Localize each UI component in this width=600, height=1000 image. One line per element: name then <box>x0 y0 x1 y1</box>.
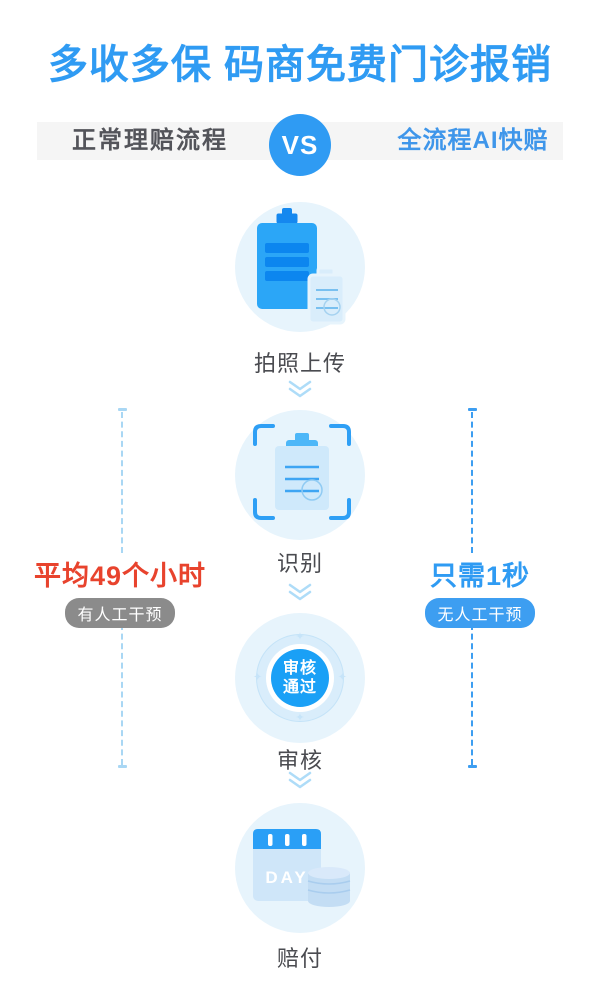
calendar-day-label: DAY <box>265 868 308 887</box>
sparkle-icon: ✦ <box>295 631 305 643</box>
right-bracket-upper-line <box>471 412 473 553</box>
comparison-left-label: 正常理赔流程 <box>72 127 228 154</box>
stamp-white-ring: 审核 通过 <box>266 644 334 712</box>
medical-record-upload-icon <box>257 208 346 325</box>
step-circle-payment: DAY <box>235 803 365 933</box>
sparkle-icon: ✦ <box>253 671 263 684</box>
left-bracket-lower-line <box>121 624 123 765</box>
step-label-upload: 拍照上传 <box>253 351 346 376</box>
down-chevron-icon <box>288 583 312 601</box>
left-bracket-top-cap <box>118 408 127 411</box>
sparkle-icon: ✦ <box>337 671 347 684</box>
stamp-core: 审核 通过 <box>271 649 329 707</box>
down-chevron-icon <box>288 380 312 398</box>
right-annotation-badge: 无人工干预 <box>425 598 535 628</box>
down-chevron-icon <box>288 771 312 789</box>
right-bracket-top-cap <box>468 408 477 411</box>
left-bracket-upper-line <box>121 412 123 553</box>
step-label-payment: 赔付 <box>276 946 323 971</box>
right-bracket-lower-line <box>471 624 473 765</box>
scan-recognition-icon <box>253 424 351 520</box>
approval-stamp-icon: ✦ ✦ ✦ ✦ 审核 通过 <box>253 631 347 724</box>
page-title: 多收多保 码商免费门诊报销 <box>47 43 553 87</box>
step-circle-upload <box>235 202 365 332</box>
right-annotation: 只需1秒 无人工干预 <box>385 554 575 628</box>
step-circle-recognition <box>235 410 365 540</box>
left-annotation-badge: 有人工干预 <box>65 598 175 628</box>
left-bracket-bottom-cap <box>118 765 127 768</box>
sparkle-icon: ✦ <box>295 712 305 724</box>
stamp-text-line2: 通过 <box>282 679 317 696</box>
calendar-coins-icon: DAY <box>253 829 351 907</box>
comparison-right-label: 全流程AI快赔 <box>397 127 549 154</box>
left-annotation: 平均49个小时 有人工干预 <box>25 554 215 628</box>
right-annotation-headline: 只需1秒 <box>429 561 531 591</box>
left-annotation-headline: 平均49个小时 <box>33 561 207 591</box>
vs-badge: VS <box>269 114 331 176</box>
step-label-recognition: 识别 <box>276 551 323 576</box>
right-bracket-bottom-cap <box>468 765 477 768</box>
step-circle-review: ✦ ✦ ✦ ✦ 审核 通过 <box>235 613 365 743</box>
vs-label: VS <box>281 129 319 160</box>
step-label-review: 审核 <box>276 748 323 773</box>
stamp-text-line1: 审核 <box>282 660 317 677</box>
